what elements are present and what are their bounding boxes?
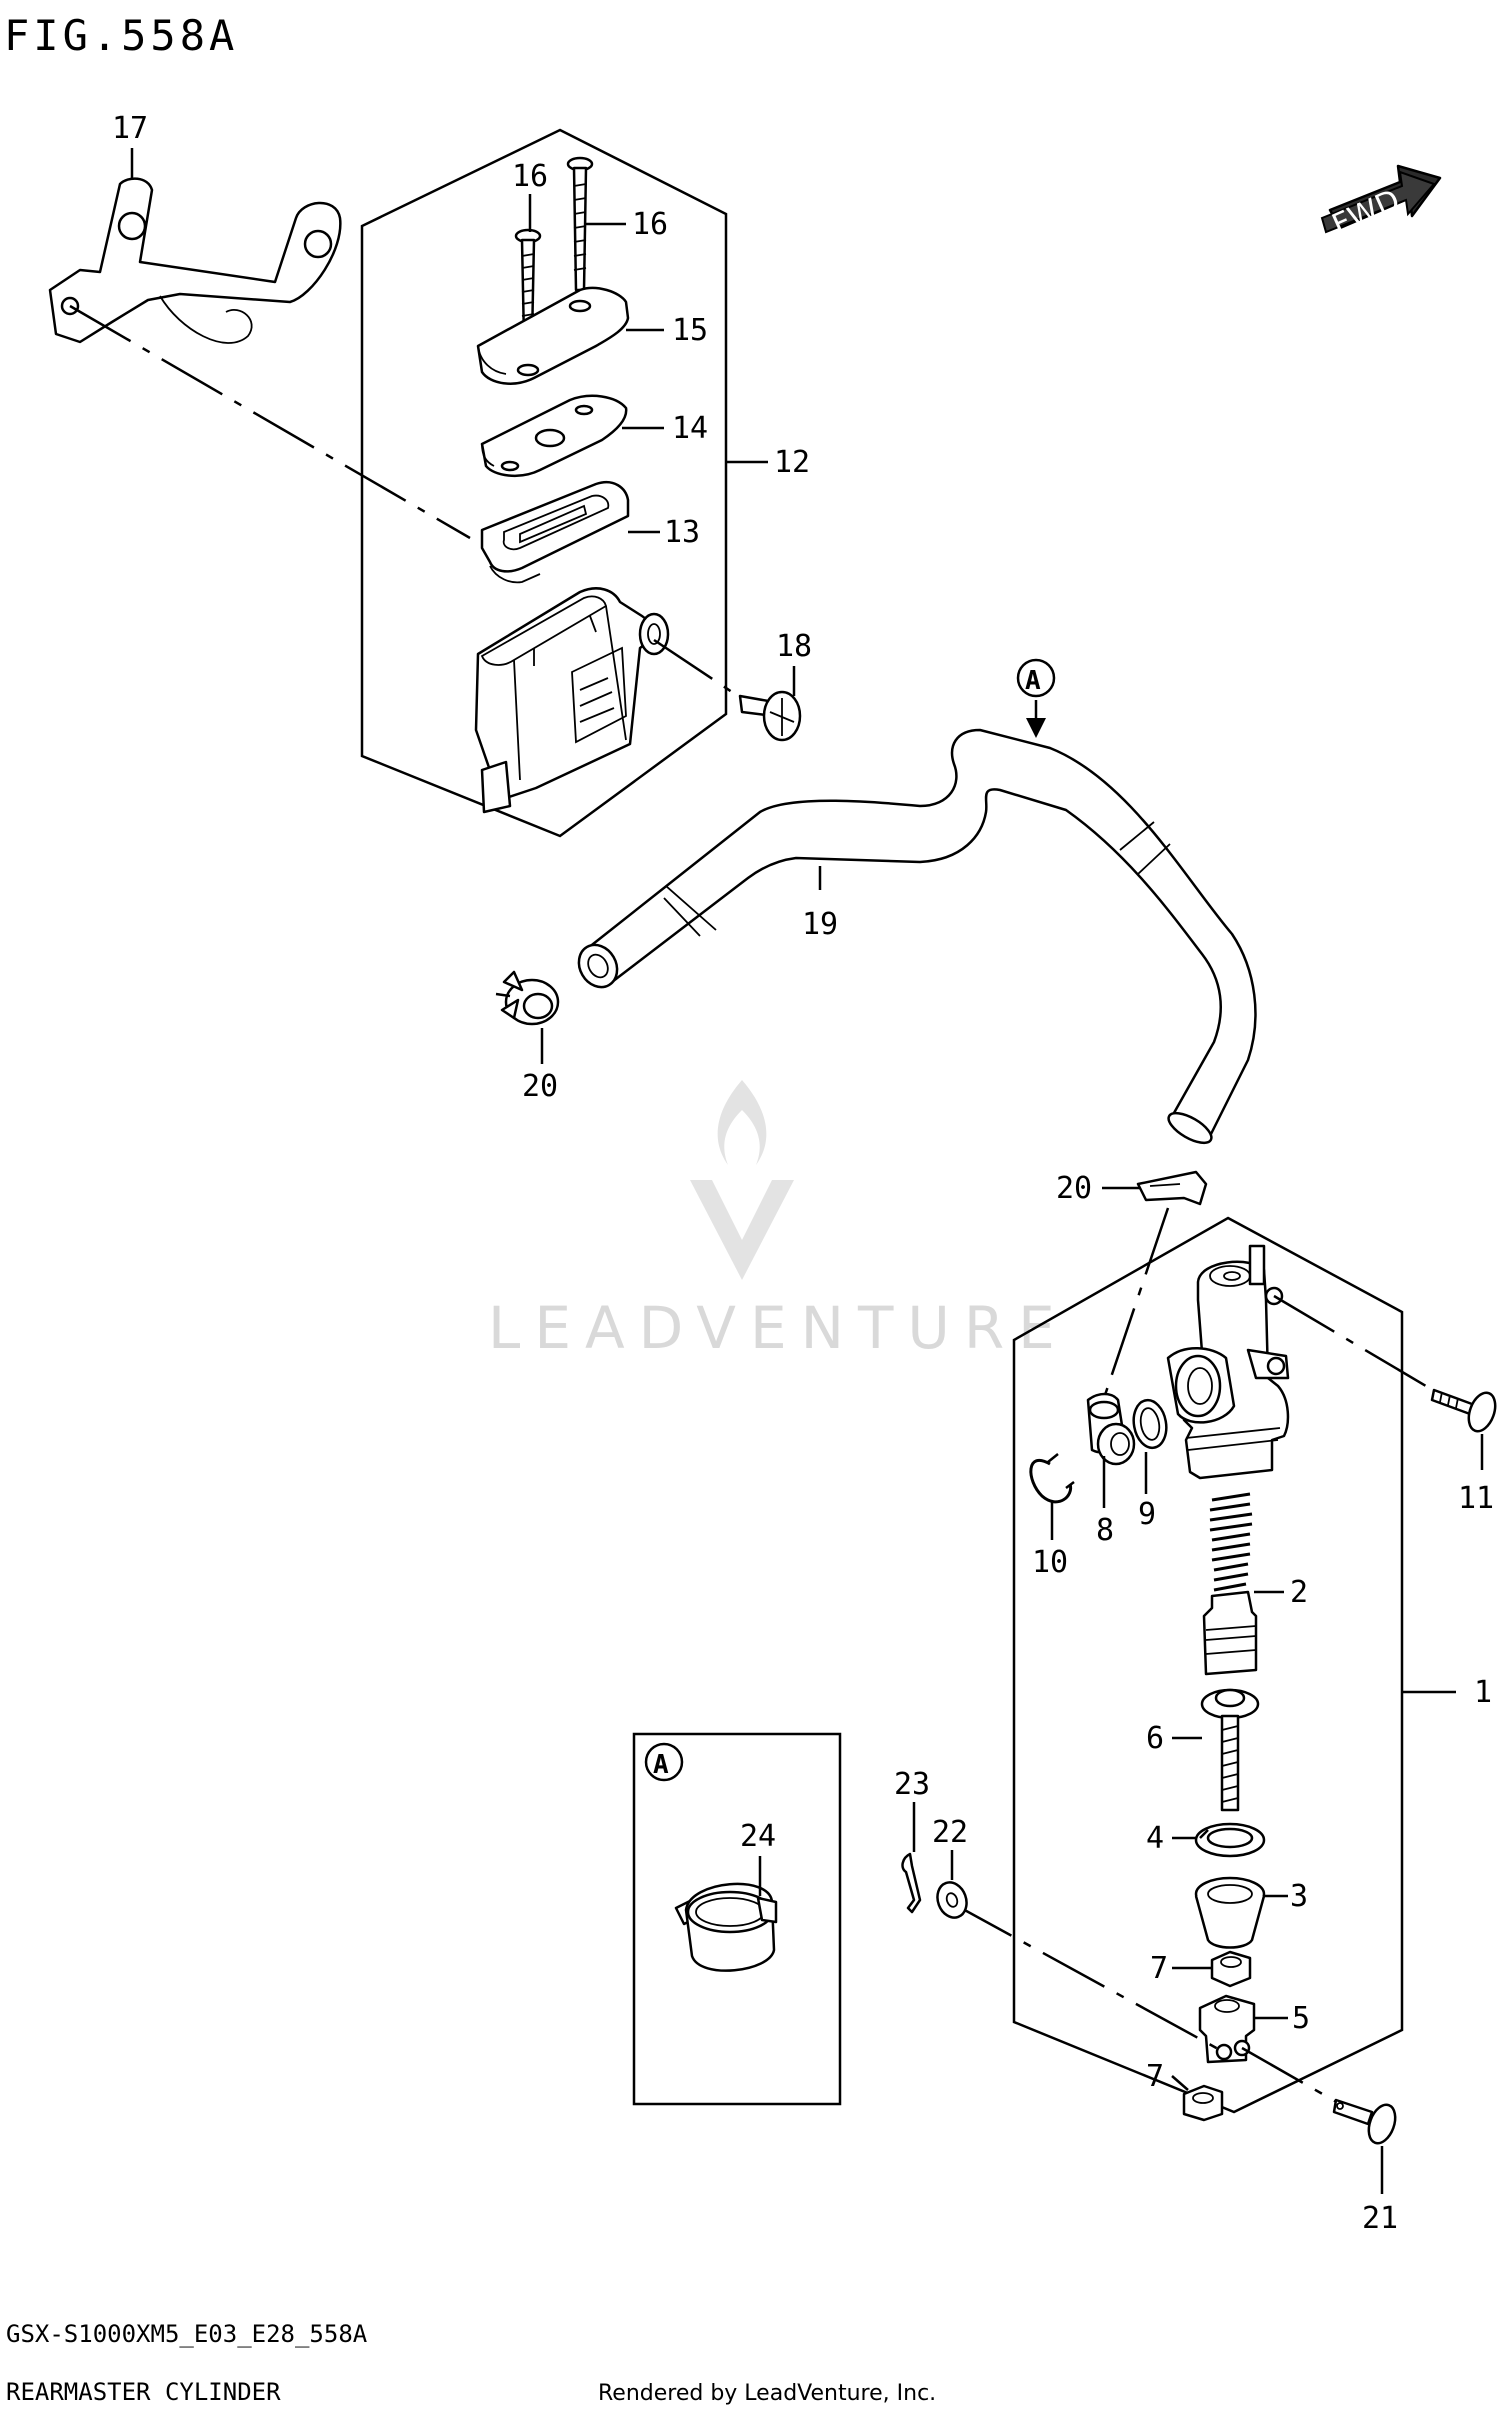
callout-13: 13 [664, 515, 700, 550]
callout-16-right: 16 [632, 207, 668, 242]
callout-7-lower: 7 [1146, 2059, 1164, 2094]
watermark: LEADVENTURE [488, 1080, 1069, 1362]
reservoir-cap-15 [476, 286, 630, 385]
spring-and-piston-2 [1202, 1492, 1258, 1676]
master-cylinder-assembly-outline [1012, 1216, 1404, 2114]
watermark-text: LEADVENTURE [488, 1294, 1069, 1362]
leader-washer-to-clevis [949, 1900, 1221, 2052]
callout-12: 12 [774, 445, 810, 480]
callout-8: 8 [1096, 1513, 1114, 1548]
callout-24: 24 [740, 1819, 776, 1854]
callout-22: 22 [932, 1815, 968, 1850]
leader-clamp-to-joint [1100, 1207, 1170, 1405]
callout-17: 17 [112, 111, 148, 146]
dust-boot-3 [1194, 1876, 1266, 1949]
circlip-10 [1029, 1453, 1075, 1504]
washer-22 [936, 1881, 968, 1919]
push-rod-6 [1200, 1688, 1260, 1812]
callout-1: 1 [1474, 1675, 1492, 1710]
callout-9: 9 [1138, 1497, 1156, 1532]
figure-title: FIG.558A [4, 11, 238, 60]
fwd-label: FWD [1327, 183, 1405, 243]
screw-16-right [566, 156, 594, 292]
screw-16-left [514, 228, 542, 342]
callout-14: 14 [672, 411, 708, 446]
nut-7-upper [1210, 1950, 1252, 1988]
nut-7-lower [1182, 2084, 1224, 2122]
reservoir-hose-19 [577, 728, 1257, 1145]
hose-clamp-20-lower [1136, 1170, 1208, 1206]
callout-19: 19 [802, 907, 838, 942]
callout-11: 11 [1458, 1481, 1494, 1516]
detail-A-arrow: A [1016, 658, 1056, 738]
callout-5: 5 [1292, 2001, 1310, 2036]
footer-rendered-by: Rendered by LeadVenture, Inc. [598, 2381, 936, 2406]
callout-10: 10 [1032, 1545, 1068, 1580]
bolt-18 [738, 690, 802, 742]
callout-numbers: 17 16 16 15 14 12 13 18 19 20 20 11 8 9 … [112, 111, 1494, 2236]
callout-15: 15 [672, 313, 708, 348]
callout-21: 21 [1362, 2201, 1398, 2236]
reservoir-body [474, 587, 670, 814]
footer-diagram-name: REARMASTER CYLINDER [6, 2378, 281, 2406]
fwd-direction-badge: FWD [1320, 164, 1442, 243]
callout-2: 2 [1290, 1575, 1308, 1610]
callout-23: 23 [894, 1767, 930, 1802]
callout-16-left: 16 [512, 159, 548, 194]
hose-clamp-24 [674, 1882, 778, 1972]
callout-18: 18 [776, 629, 812, 664]
callout-3: 3 [1290, 1879, 1308, 1914]
callout-6: 6 [1146, 1721, 1164, 1756]
callout-20-lower: 20 [1056, 1171, 1092, 1206]
callout-20-upper: 20 [522, 1069, 558, 1104]
leader-bracket-to-reservoir [69, 304, 471, 540]
reservoir-assembly-group [48, 128, 802, 838]
detail-A-arrow-letter: A [1025, 666, 1041, 696]
footer-model-code: GSX-S1000XM5_E03_E28_558A [6, 2320, 368, 2348]
leader-bolt18-to-reservoir [653, 638, 745, 702]
circlip-4 [1194, 1822, 1266, 1858]
o-ring-9 [1132, 1398, 1168, 1450]
clevis-pin-21 [1332, 2098, 1397, 2145]
detail-A-frame [632, 1732, 842, 2106]
detail-A-box: A [632, 1732, 842, 2106]
callout-4: 4 [1146, 1821, 1164, 1856]
leader-clevis-to-pin [1241, 2046, 1341, 2106]
watermark-flame-logo [690, 1080, 794, 1280]
screw-11 [1430, 1388, 1497, 1433]
callout-leaders [130, 148, 1484, 2194]
leader-screw11-to-body [1273, 1294, 1437, 1394]
hose-joint-8 [1086, 1392, 1136, 1466]
detail-A-box-letter: A [653, 1750, 669, 1780]
bracket-17 [48, 177, 342, 344]
cotter-pin-23 [901, 1852, 922, 1914]
diaphragm-plate-14 [480, 394, 628, 478]
hose-clamp-20-upper [495, 970, 560, 1026]
clevis-5 [1198, 1994, 1256, 2064]
callout-7-upper: 7 [1150, 1951, 1168, 1986]
master-cylinder-assembly-group [1012, 1170, 1497, 2122]
reservoir-assembly-outline [360, 128, 728, 838]
diaphragm-13 [480, 481, 630, 584]
master-cylinder-body [1166, 1244, 1290, 1480]
